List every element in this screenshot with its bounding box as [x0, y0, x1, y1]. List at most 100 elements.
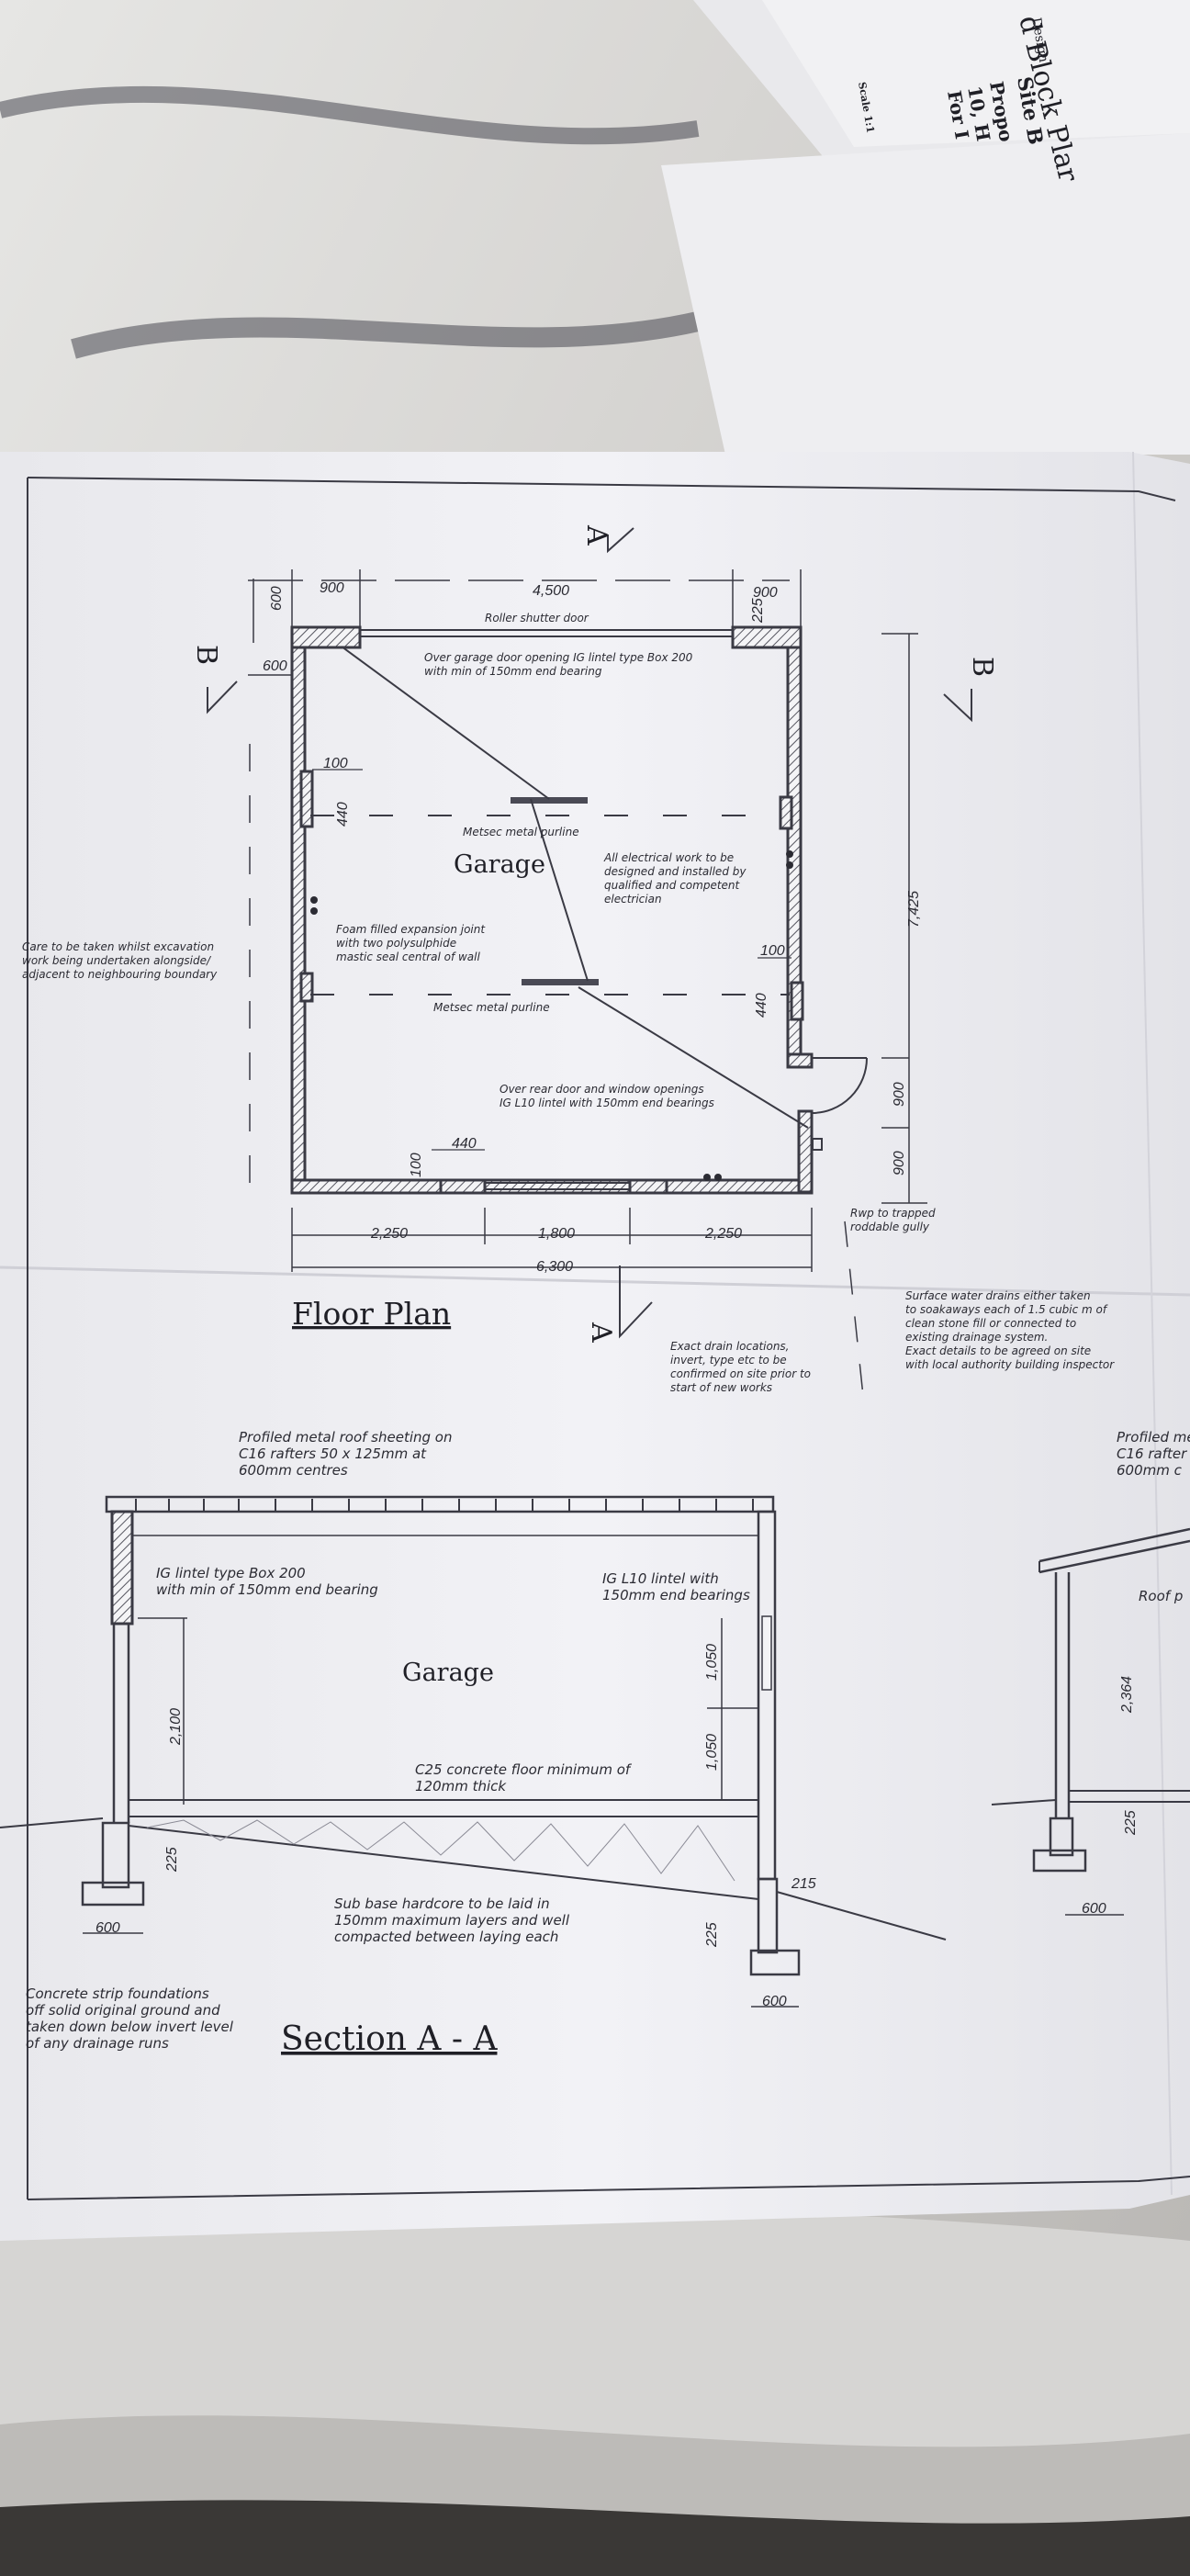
section-dim-1050b: 1,050 [704, 1734, 720, 1771]
section-mark-a-top: A [580, 524, 634, 554]
dim-top-left: 900 [320, 580, 344, 596]
partial-dim-height: 2,364 [1119, 1676, 1135, 1714]
sheet-fold-line [0, 1266, 1190, 1297]
floor-plan-title: Floor Plan [292, 1296, 451, 1332]
wall-left [290, 625, 307, 1194]
roof-note-2: C16 rafters 50 x 125mm at [239, 1445, 427, 1462]
section-line-right [844, 1221, 864, 1397]
foundation-left-strip [81, 1881, 145, 1907]
care-note-1: Care to be taken whilst excavation [22, 940, 214, 953]
dim-pier-440c: 440 [452, 1136, 477, 1152]
partial-roof-label: Roof p [1139, 1588, 1183, 1604]
section-dim-1050a: 1,050 [704, 1644, 720, 1681]
electrical-note-1: All electrical work to be [603, 851, 734, 864]
subbase-note-3: compacted between laying each [334, 1929, 558, 1945]
partial-note-2: C16 rafter [1117, 1445, 1187, 1462]
partial-note-3: 600mm c [1117, 1462, 1183, 1479]
rwp-note-1: Rwp to trapped [850, 1207, 936, 1220]
foundation-left-wall [101, 1821, 130, 1889]
roller-door-note: Roller shutter door [485, 612, 589, 624]
pier-left-lower [299, 972, 314, 1003]
section-mark-a-bottom: A [585, 1266, 653, 1343]
dim-bottom-mid: 1,800 [538, 1226, 575, 1242]
dim-door-900b: 900 [892, 1151, 907, 1176]
dim-bottom-left: 2,250 [370, 1226, 408, 1242]
floor-note-1: C25 concrete floor minimum of [415, 1761, 633, 1778]
rwp-box [812, 1138, 823, 1151]
front-pier-right [731, 625, 803, 649]
svg-text:A: A [580, 524, 612, 546]
roof-joists [135, 1499, 754, 1512]
electrical-note-2: designed and installed by [604, 865, 747, 878]
section-window [761, 1615, 772, 1691]
purlin-top-block [511, 797, 588, 804]
section-dim-225b: 225 [704, 1922, 720, 1948]
sub-base [128, 1816, 759, 1901]
surface-note-4: existing drainage system. [905, 1331, 1048, 1344]
dim-top-right: 900 [753, 585, 778, 601]
pier-left-upper [299, 770, 314, 828]
foundation-note-4: of any drainage runs [26, 2035, 169, 2052]
dim-height: 7,425 [906, 891, 922, 928]
roof-note-1: Profiled metal roof sheeting on [239, 1429, 453, 1445]
dim-pier-100b: 100 [760, 943, 785, 959]
front-pier-left [290, 625, 362, 649]
dim-left-600b: 600 [263, 658, 287, 674]
subbase-note-1: Sub base hardcore to be laid in [334, 1895, 550, 1912]
section-a-a: 2,100 1,050 1,050 225 225 215 600 600 Ga… [0, 1429, 947, 2058]
section-lintel-left [110, 1510, 134, 1625]
care-note-2: work being undertaken alongside/ [22, 954, 212, 967]
purlin-top-note: Metsec metal purline [463, 826, 579, 838]
surface-note-1: Surface water drains either taken [905, 1289, 1091, 1302]
border-top [27, 477, 1176, 501]
dim-pier-100c: 100 [409, 1153, 424, 1177]
foundation-note-2: off solid original ground and [26, 2002, 220, 2019]
pier-right-upper [779, 795, 793, 830]
section-mark-b-left: B [190, 645, 238, 714]
dim-bottom-right: 2,250 [704, 1226, 742, 1242]
care-note-3: adjacent to neighbouring boundary [22, 968, 218, 981]
surface-note-5: Exact details to be agreed on site [905, 1344, 1091, 1357]
drain-note-1: Exact drain locations, [670, 1340, 790, 1353]
lintel-front-note-2: with min of 150mm end bearing [424, 665, 602, 678]
ground-line-left [0, 1817, 104, 1828]
svg-text:B: B [190, 645, 222, 665]
rear-pier-2 [628, 1178, 668, 1195]
floor-plan: 900 4,500 900 600 225 600 7,425 900 900 … [22, 524, 1115, 1397]
dark-floor-edge [0, 2500, 1190, 2576]
svg-text:B: B [966, 657, 998, 677]
svg-text:A: A [585, 1322, 617, 1343]
purlin-bottom-note: Metsec metal purline [433, 1001, 550, 1014]
surface-note-2: to soakaways each of 1.5 cubic m of [905, 1303, 1108, 1316]
rear-door-swing [811, 1057, 868, 1114]
section-dim-225a: 225 [164, 1847, 180, 1873]
dim-pier-440b: 440 [754, 993, 769, 1018]
electrical-note-4: electrician [604, 893, 662, 906]
diagonal-mid [530, 798, 589, 982]
dim-top-mid: 4,500 [533, 583, 569, 599]
lintel-rear-note-1: Over rear door and window openings [500, 1083, 704, 1096]
drain-note-2: invert, type etc to be [670, 1354, 787, 1367]
foundation-note-3: taken down below invert level [26, 2019, 234, 2035]
drain-note-3: confirmed on site prior to [670, 1367, 811, 1380]
electrical-note-3: qualified and competent [604, 879, 741, 892]
wall-return [786, 1052, 814, 1069]
foam-note-1: Foam filled expansion joint [336, 923, 486, 936]
section-dim-600a: 600 [95, 1920, 120, 1936]
corner-sheets: d Block Plar Site B Propo 10, H For I De… [661, 0, 1190, 455]
roof-rafter [105, 1495, 775, 1513]
partial-note-1: Profiled me [1117, 1429, 1190, 1445]
lintel-right-note-1: IG L10 lintel with [602, 1570, 719, 1587]
section-title: Section A - A [281, 2020, 498, 2058]
partial-section: Profiled me C16 rafter 600mm c Roof p 2,… [991, 1429, 1190, 1917]
drain-note-4: start of new works [670, 1381, 772, 1394]
foam-note-2: with two polysulphide [336, 937, 456, 950]
dim-pier-440: 440 [335, 802, 351, 827]
dim-left-600: 600 [269, 586, 285, 611]
rwp-note-2: roddable gully [850, 1221, 930, 1233]
foundation-note-1: Concrete strip foundations [26, 1985, 209, 2002]
hardcore-hatch [146, 1819, 735, 1882]
floor-plan-room-label: Garage [454, 850, 545, 879]
floor-note-2: 120mm thick [415, 1778, 507, 1794]
diagonal-top [341, 646, 550, 800]
